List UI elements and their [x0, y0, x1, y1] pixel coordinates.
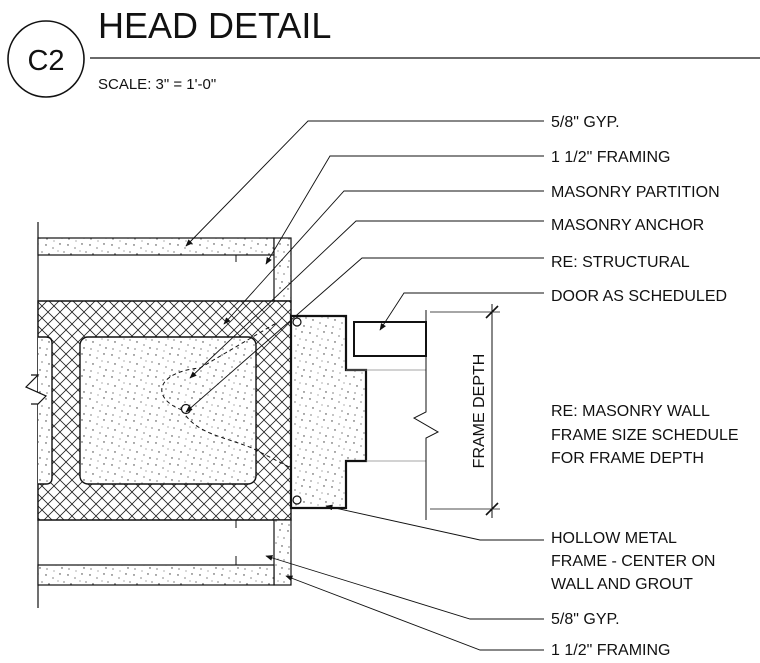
cmu-grout-core [79, 336, 257, 485]
callout-gyp-bottom: 5/8" GYP. [551, 611, 620, 628]
callout-masonry-anchor: MASONRY ANCHOR [551, 217, 704, 234]
door-break-symbol [412, 310, 440, 520]
door-leaf [353, 310, 440, 520]
hollow-metal-frame [289, 314, 426, 510]
wall-break-symbol [24, 374, 48, 405]
detail-title: HEAD DETAIL [98, 5, 331, 46]
callout-masonry-partition: MASONRY PARTITION [551, 184, 720, 201]
wall-section [24, 222, 292, 608]
gyp-board-top [37, 237, 275, 256]
callout-framing-bottom: 1 1/2" FRAMING [551, 642, 670, 659]
callout-framing-top: 1 1/2" FRAMING [551, 149, 670, 166]
masonry-anchor [161, 321, 279, 411]
callout-masonry-wall-1: RE: MASONRY WALL [551, 403, 710, 420]
callout-hmf-2: FRAME - CENTER ON [551, 553, 715, 570]
callout-gyp-top: 5/8" GYP. [551, 114, 620, 131]
callout-hmf-3: WALL AND GROUT [551, 576, 693, 593]
detail-tag-circle [7, 20, 85, 98]
scale-label: SCALE: 3" = 1'-0" [98, 76, 216, 93]
framing-bottom [273, 519, 292, 586]
callout-hmf-1: HOLLOW METAL [551, 530, 677, 547]
callout-masonry-wall-2: FRAME SIZE SCHEDULE [551, 427, 739, 444]
callout-re-structural: RE: STRUCTURAL [551, 254, 690, 271]
frame-depth-label: FRAME DEPTH [471, 354, 488, 469]
leader-lines [185, 120, 544, 651]
detail-tag: C2 [27, 45, 64, 77]
callout-masonry-wall-3: FOR FRAME DEPTH [551, 450, 704, 467]
frame-depth-dimension: FRAME DEPTH [430, 304, 500, 518]
framing-top [273, 237, 292, 302]
gyp-board-bottom [37, 564, 275, 586]
callout-door: DOOR AS SCHEDULED [551, 288, 727, 305]
